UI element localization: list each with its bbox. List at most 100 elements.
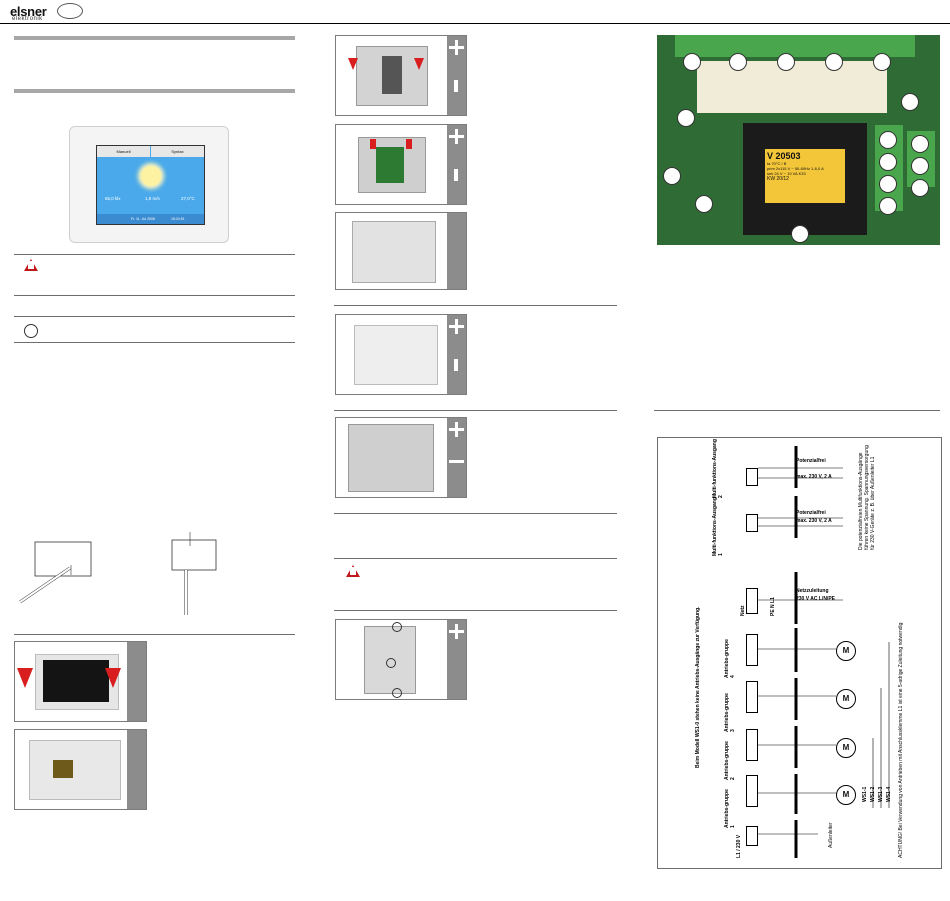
pcb-marker-15 bbox=[911, 135, 929, 153]
transformer-line-4: KW 20/12 bbox=[767, 176, 789, 182]
plus-icon bbox=[449, 40, 464, 55]
photo-sidebar bbox=[447, 36, 466, 115]
info-rule-top bbox=[14, 316, 295, 317]
screw-icon bbox=[454, 80, 458, 92]
photo-sidebar bbox=[127, 730, 146, 809]
section-rule-2 bbox=[14, 89, 295, 93]
wind-value: 1,8 m/s bbox=[145, 196, 160, 201]
motor-group1: M bbox=[836, 785, 856, 805]
pcb-marker-16 bbox=[911, 157, 929, 175]
section-rule-1 bbox=[14, 36, 295, 40]
motor-group4: M bbox=[836, 641, 856, 661]
transformer-line-3: sek 24 V ~ 19 VA K33 bbox=[767, 171, 806, 176]
screw-icon bbox=[454, 169, 458, 181]
transformer-line-1: ta 70°C / B bbox=[767, 161, 787, 166]
output2-terminal bbox=[746, 468, 758, 486]
pcb-marker-7 bbox=[663, 167, 681, 185]
plus-icon bbox=[449, 319, 464, 334]
pcb-marker-13 bbox=[879, 175, 897, 193]
transformer-line-2: prim 2x115 V ~ 50-60Hz 1-6,0 A bbox=[767, 166, 824, 171]
section-rule-right bbox=[654, 410, 940, 411]
display-removal-photo bbox=[14, 641, 147, 722]
netz-spec: 230 V AC L/N/PE bbox=[796, 596, 835, 602]
section-rule-mid-2 bbox=[334, 410, 617, 411]
housing-mount-photo bbox=[335, 619, 467, 700]
info-icon bbox=[24, 324, 38, 338]
empty-housing-photo bbox=[335, 212, 467, 290]
warning-icon bbox=[24, 259, 38, 271]
housing-open-photo bbox=[14, 729, 147, 810]
pcb-marker-10 bbox=[901, 93, 919, 111]
pcb-marker-12 bbox=[879, 153, 897, 171]
board-screws-photo bbox=[335, 124, 467, 205]
pcb-marker-14 bbox=[879, 197, 897, 215]
time-value: 15:24:51 bbox=[171, 217, 185, 221]
motor-group2: M bbox=[836, 738, 856, 758]
wiring-diagram: Beim Modell WS1-0 stehen keine Antriebs-… bbox=[657, 437, 942, 869]
display-product-image: Manuell Syntax 65,0 klx 1,8 m/s 27,0°C F… bbox=[69, 126, 229, 243]
arrow-down-icon bbox=[348, 58, 358, 70]
warning-icon bbox=[346, 565, 360, 577]
language-badge bbox=[57, 3, 83, 19]
section-rule-mid-1 bbox=[334, 305, 617, 306]
pcb-marker-17 bbox=[911, 179, 929, 197]
screen-footer: Fr. 11. Jul 2008 15:24:51 bbox=[97, 214, 204, 224]
board-removal-photo bbox=[335, 35, 467, 116]
arrow-down-icon bbox=[105, 668, 121, 688]
plus-icon bbox=[449, 129, 464, 144]
display-screen: Manuell Syntax 65,0 klx 1,8 m/s 27,0°C F… bbox=[96, 145, 205, 225]
housing-cover-photo bbox=[335, 314, 467, 395]
group4-terminal bbox=[746, 634, 758, 666]
pcb-marker-4 bbox=[825, 53, 843, 71]
pcb-marker-3 bbox=[777, 53, 795, 71]
photo-sidebar bbox=[447, 418, 466, 497]
photo-sidebar bbox=[127, 642, 146, 721]
photo-sidebar bbox=[447, 315, 466, 394]
group3-terminal bbox=[746, 681, 758, 713]
output-spec-2: max. 230 V, 2 A bbox=[796, 518, 832, 524]
plus-icon bbox=[449, 624, 464, 639]
pcb-marker-11 bbox=[879, 131, 897, 149]
section-rule-3 bbox=[14, 634, 295, 635]
tab-manual: Manuell bbox=[97, 146, 150, 157]
weather-readouts: 65,0 klx 1,8 m/s 27,0°C bbox=[99, 196, 202, 206]
netz-spec-title: Netzzuleitung bbox=[796, 588, 829, 594]
output-spec: max. 230 V, 2 A bbox=[796, 474, 832, 480]
transformer: V 20503 ta 70°C / B prim 2x115 V ~ 50-60… bbox=[743, 123, 867, 235]
housing-side-photo bbox=[335, 417, 467, 498]
pcb-marker-9 bbox=[791, 225, 809, 243]
pcb-marker-8 bbox=[695, 195, 713, 213]
transformer-label: V 20503 ta 70°C / B prim 2x115 V ~ 50-60… bbox=[765, 149, 845, 203]
warning-rule-mid-bottom bbox=[334, 610, 617, 611]
sun-icon bbox=[141, 166, 161, 186]
group1-terminal bbox=[746, 775, 758, 807]
pcb-marker-2 bbox=[729, 53, 747, 71]
output-spec-title-2: Potenzialfrei bbox=[796, 510, 826, 516]
group2-terminal bbox=[746, 729, 758, 761]
arrow-down-icon bbox=[414, 58, 424, 70]
brand-subtitle: elektronik bbox=[12, 16, 43, 22]
plus-icon bbox=[449, 422, 464, 437]
temperature-value: 27,0°C bbox=[181, 196, 195, 201]
brand-name: elsner bbox=[10, 4, 47, 19]
photo-sidebar bbox=[447, 125, 466, 204]
warning-rule-mid-top bbox=[334, 558, 617, 559]
output1-terminal bbox=[746, 514, 758, 532]
transformer-model: V 20503 bbox=[767, 151, 801, 161]
section-rule-mid-3 bbox=[334, 513, 617, 514]
wiring-lines bbox=[758, 446, 890, 858]
photo-sidebar bbox=[447, 620, 466, 699]
arrow-down-icon bbox=[17, 668, 33, 688]
pcb-marker-5 bbox=[873, 53, 891, 71]
output-spec-title: Potenzialfrei bbox=[796, 458, 826, 464]
screw-icon bbox=[454, 359, 458, 371]
pcb-marker-1 bbox=[683, 53, 701, 71]
netz-terminal bbox=[746, 588, 758, 614]
pcb-marker-6 bbox=[677, 109, 695, 127]
motor-group3: M bbox=[836, 689, 856, 709]
info-rule-bottom bbox=[14, 342, 295, 343]
tab-syntax: Syntax bbox=[151, 146, 204, 157]
photo-sidebar bbox=[447, 213, 466, 289]
header-rule bbox=[0, 23, 950, 24]
l1-terminal bbox=[746, 826, 758, 846]
